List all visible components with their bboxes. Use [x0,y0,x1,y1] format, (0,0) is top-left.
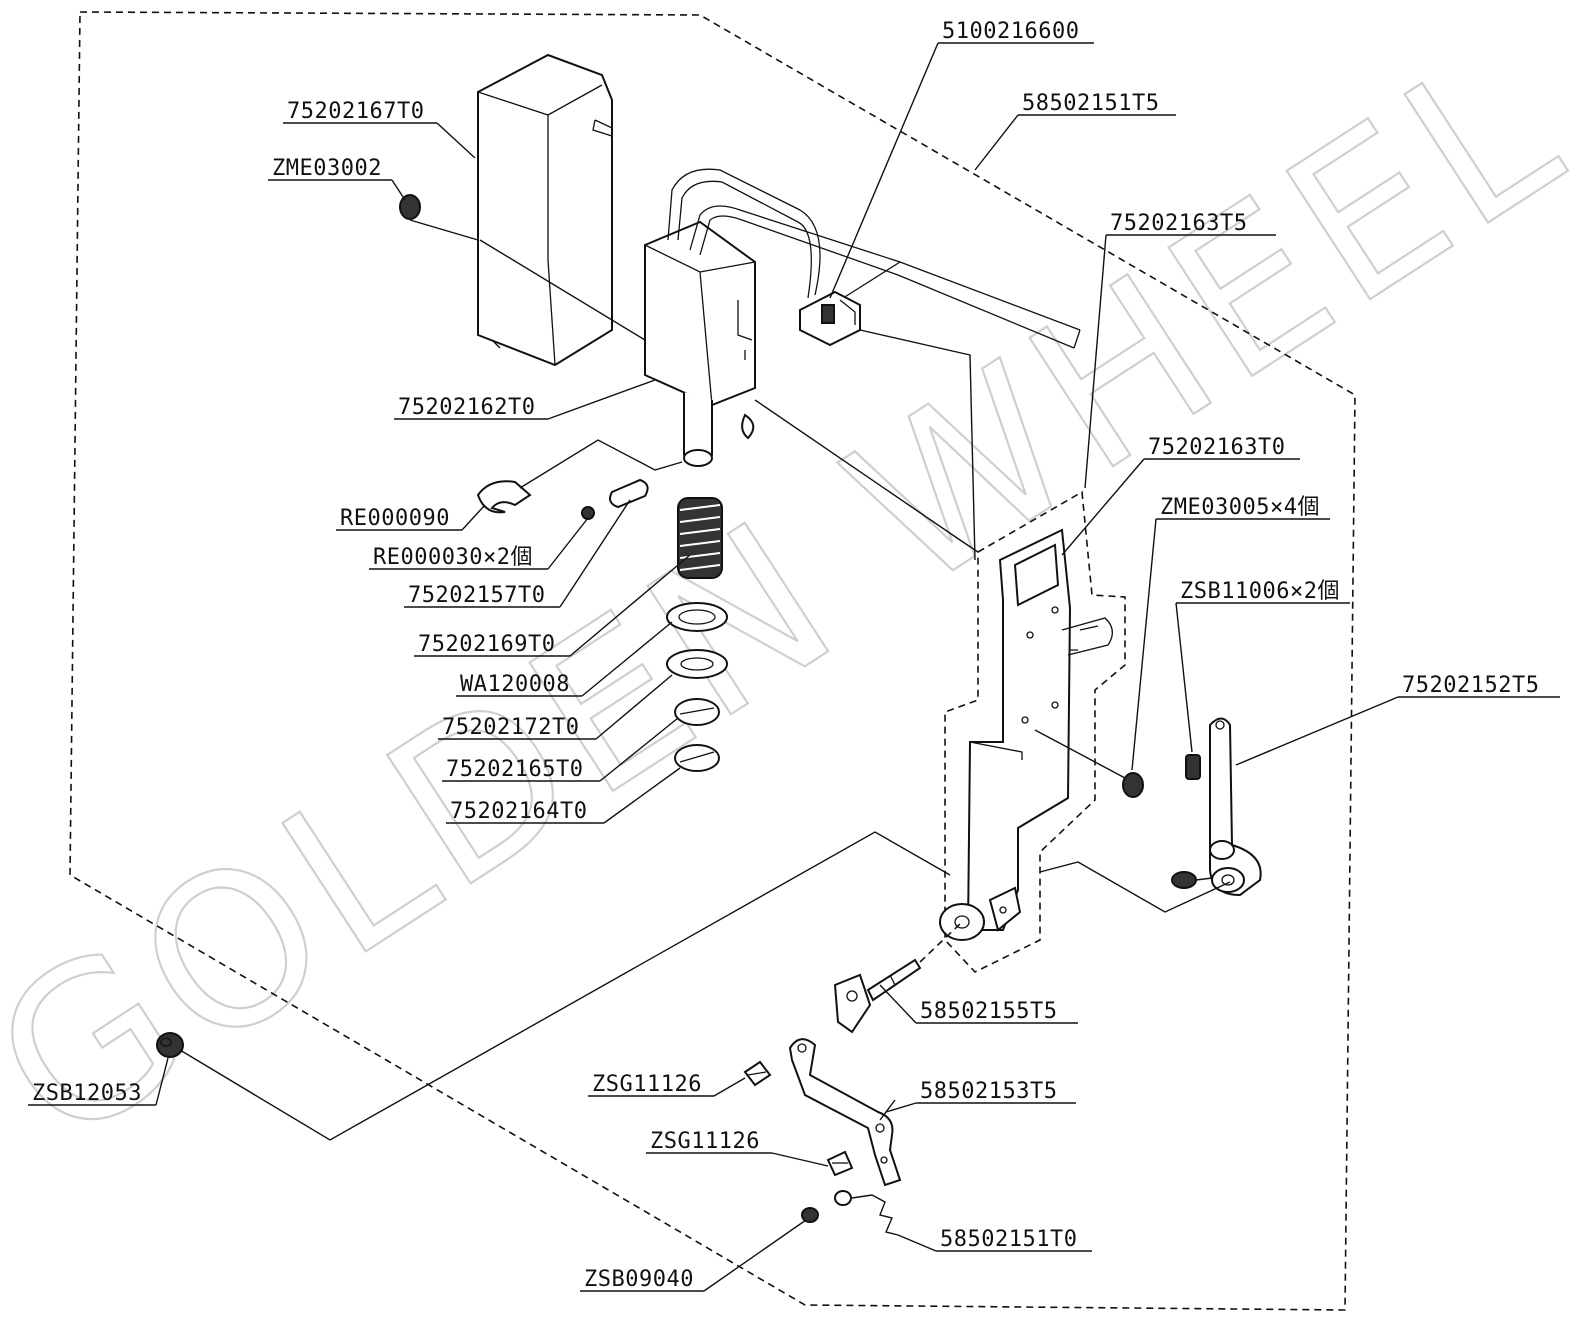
label-text: ZSB12053 [32,1081,142,1106]
label-text: 58502151T0 [940,1227,1077,1252]
label-ZSG11126-a: ZSG11126 [588,1072,746,1097]
label-text: WA120008 [460,672,570,697]
label-text: 58502151T5 [1022,91,1159,116]
label-75202152T5: 75202152T5 [1235,673,1560,766]
label-text: RE000030×2個 [373,545,533,570]
label-text: 75202172T0 [442,715,579,740]
label-75202172T0: 75202172T0 [438,674,673,740]
label-ZSB12053: ZSB12053 [28,1057,169,1106]
label-text: 75202163T5 [1110,211,1247,236]
label-text: 58502155T5 [920,999,1057,1024]
label-RE000030: RE000030×2個 [369,517,589,570]
label-text: ZSG11126 [592,1072,702,1097]
label-75202164T0: 75202164T0 [446,767,681,824]
label-text: 75202169T0 [418,632,555,657]
torsion-spring-part [834,1190,899,1236]
label-5100216600: 5100216600 [829,19,1094,299]
label-ZME03005: ZME03005×4個 [1131,495,1330,771]
label-ZSG11126-b: ZSG11126 [646,1129,829,1167]
lever-part [1171,717,1262,897]
label-text: 75202164T0 [450,799,587,824]
label-text: 75202165T0 [446,757,583,782]
label-text: 58502153T5 [920,1079,1057,1104]
screw-zsb12053 [156,1032,184,1058]
pin-part [581,478,649,520]
assembly-lines [179,239,1231,1141]
assembly-boundary [69,11,1356,1311]
switch-body-part [644,220,756,467]
screw-zsg11126-b [826,1150,854,1177]
label-text: 75202163T0 [1148,435,1285,460]
label-text: ZME03005×4個 [1160,495,1320,520]
label-text: ZSG11126 [650,1129,760,1154]
cable-harness [667,168,1081,349]
spring-part [677,497,723,579]
label-75202162T0: 75202162T0 [394,379,656,420]
label-text: ZSB11006×2個 [1180,579,1340,604]
label-text: 5100216600 [942,19,1079,44]
label-text: 75202162T0 [398,395,535,420]
cover-part [477,53,613,367]
label-ZSB09040: ZSB09040 [580,1219,807,1292]
label-text: ZME03002 [272,156,382,181]
label-text: ZSB09040 [584,1267,694,1292]
screw-zsg11126-a [743,1060,772,1087]
watermark-text: GOLDEN WHEEL [0,2,1579,1192]
microswitch-part [799,290,861,347]
screw-zsb09040 [801,1207,819,1223]
label-58502153T5: 58502153T5 [885,1079,1076,1113]
label-75202169T0: 75202169T0 [414,554,691,657]
link-part [788,1038,902,1187]
label-text: 75202157T0 [408,583,545,608]
label-text: RE000090 [340,506,450,531]
label-75202167T0: 75202167T0 [283,99,476,159]
label-ZSB11006: ZSB11006×2個 [1175,579,1350,753]
e-ring-large [476,480,532,514]
label-ZME03002: ZME03002 [268,156,406,201]
label-58502155T5: 58502155T5 [879,984,1078,1024]
label-58502151T5: 58502151T5 [974,91,1176,171]
bracket-sub-boundary [944,490,1126,973]
label-75202163T0: 75202163T0 [1061,435,1300,556]
label-75202163T5: 75202163T5 [1084,211,1276,489]
label-WA120008: WA120008 [456,621,673,697]
e-ring-small [741,413,755,440]
washer-parts [666,602,728,772]
screw-zme03005 [1034,729,1144,798]
screw-zme03002 [399,194,479,241]
label-text: 75202152T5 [1402,673,1539,698]
label-75202157T0: 75202157T0 [404,499,631,608]
shaft-part [833,921,963,1034]
bracket-part [939,528,1113,941]
label-58502151T0: 58502151T0 [897,1227,1092,1252]
label-text: 75202167T0 [287,99,424,124]
label-RE000090: RE000090 [336,504,486,531]
label-75202165T0: 75202165T0 [442,717,679,782]
